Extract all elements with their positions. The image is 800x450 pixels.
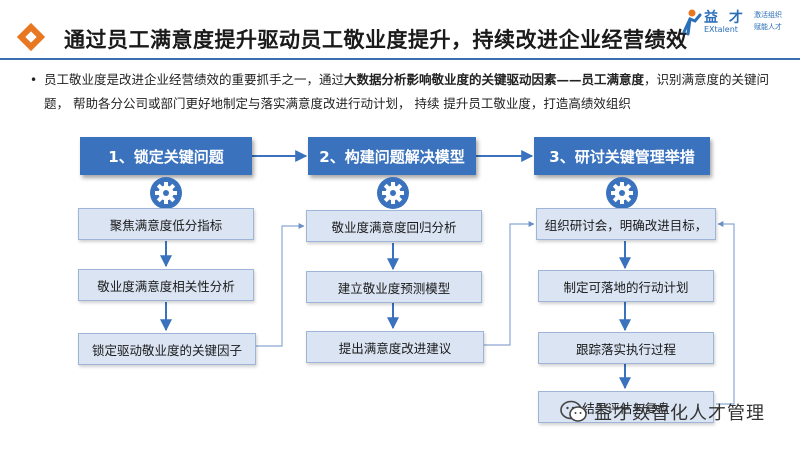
logo-diamond-icon: [16, 22, 46, 52]
intro-text-1: 员工敬业度是改进企业经营绩效的重要抓手之一，通过: [44, 72, 345, 87]
brand-slogan-line2: 赋能人才: [754, 23, 782, 31]
brand-name-en: EXtalent: [704, 25, 738, 34]
brand-name-cn: 益 才: [704, 10, 746, 26]
stage-1-header: 1、锁定关键问题: [80, 137, 252, 175]
stage-3-step-2: 制定可落地的行动计划: [538, 270, 714, 302]
brand-logo: 益 才 EXtalent 激活组织 赋能人才: [680, 6, 792, 40]
page-title: 通过员工满意度提升驱动员工敬业度提升，持续改进企业经营绩效: [64, 28, 688, 52]
stage-1-step-2: 敬业度满意度相关性分析: [78, 269, 254, 301]
brand-slogan-line1: 激活组织: [754, 11, 782, 19]
wechat-icon: [560, 400, 587, 422]
brand-figure-icon: [682, 9, 702, 36]
watermark: 益才数智化人才管理: [560, 395, 765, 429]
stage-3-step-3: 跟踪落实执行过程: [538, 332, 714, 364]
intro-bullet: •: [30, 73, 38, 87]
intro-text-bold: 大数据分析影响敬业度的关键驱动因素——员工满意度: [344, 72, 645, 87]
gear-icon: [606, 177, 638, 209]
gear-icon: [377, 177, 409, 209]
gear-icon: [150, 177, 182, 209]
intro-text-2: ，识别满意度的关键问题， 帮助各分公司或部门更好地制定与落实满意度改进行动计划，…: [44, 72, 770, 111]
stage-1-step-3: 锁定驱动敬业度的关键因子: [78, 333, 256, 365]
stage-2-header: 2、构建问题解决模型: [308, 137, 476, 175]
stage-1-step-1: 聚焦满意度低分指标: [78, 208, 254, 240]
intro-paragraph: 员工敬业度是改进企业经营绩效的重要抓手之一，通过大数据分析影响敬业度的关键驱动因…: [44, 68, 774, 116]
stage-2-step-2: 建立敬业度预测模型: [306, 271, 482, 303]
stage-2-step-1: 敬业度满意度回归分析: [306, 210, 482, 242]
header-divider: [0, 58, 800, 60]
stage-3-step-1: 组织研讨会，明确改进目标，: [536, 208, 716, 240]
watermark-text: 益才数智化人才管理: [594, 403, 765, 424]
stage-3-header: 3、研讨关键管理举措: [534, 137, 710, 175]
stage-2-step-3: 提出满意度改进建议: [306, 331, 484, 363]
